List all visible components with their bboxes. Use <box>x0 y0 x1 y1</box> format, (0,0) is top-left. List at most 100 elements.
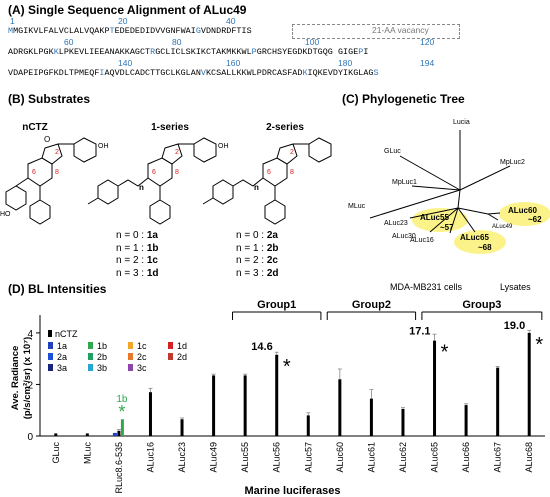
series-2-list: n = 0 : 2a n = 1 : 2b n = 2 : 2c n = 3 :… <box>236 230 279 279</box>
legend-swatch <box>48 364 53 371</box>
x-tick-label: ALuc66 <box>461 442 471 473</box>
asterisk: * <box>118 402 125 422</box>
tree-leaf: ALuc49 <box>492 224 513 230</box>
bar <box>433 340 437 436</box>
nctz-structure <box>5 137 97 225</box>
y-tick-label: 2 <box>27 380 33 391</box>
legend-swatch <box>88 364 93 371</box>
tree-leaf: Lucia <box>453 119 470 126</box>
vacancy-box <box>292 24 460 39</box>
legend-label: nCTZ <box>55 329 78 339</box>
value-label: 19.0 <box>504 320 525 332</box>
atom-label: 8 <box>55 169 59 176</box>
bar <box>243 375 247 436</box>
bar <box>306 415 310 436</box>
bar <box>369 398 373 436</box>
legend-label: 2c <box>137 352 147 362</box>
atom-label: OH <box>218 143 229 150</box>
tree-branches <box>369 130 511 234</box>
atom-label: 8 <box>175 169 179 176</box>
atom-label: 2 <box>175 149 179 156</box>
seq-number: 60 <box>64 37 74 47</box>
value-label: 14.6 <box>251 341 272 353</box>
legend-label: 1b <box>97 341 107 351</box>
atom-label: 2 <box>290 149 294 156</box>
seq-number: 194 <box>420 58 435 68</box>
x-tick-label: ALuc16 <box>145 442 155 473</box>
series-1-structure <box>87 137 217 225</box>
group-highlight <box>454 230 506 254</box>
bar <box>120 419 124 436</box>
asterisk: * <box>535 334 543 356</box>
legend-swatch <box>128 364 133 371</box>
seq-number: 40 <box>226 16 236 26</box>
bar <box>54 433 58 436</box>
series-2-structure <box>202 137 332 225</box>
legend-label: 1c <box>137 341 147 351</box>
asterisk: * <box>283 356 291 378</box>
x-tick-label: ALuc49 <box>209 442 219 473</box>
legend-label: 2b <box>97 352 107 362</box>
x-tick-label: ALuc62 <box>398 442 408 473</box>
y-tick-label: 4 <box>27 329 33 340</box>
legend-swatch <box>128 342 133 349</box>
tree-leaf: MLuc <box>348 203 366 210</box>
ntcz-label: nCTZ <box>22 122 48 133</box>
atom-label: 6 <box>267 169 271 176</box>
seq-number: 80 <box>172 37 182 47</box>
substrate-structures: nCTZ 1-series 2-series O 2 6 8 OH HO n 2… <box>0 122 332 225</box>
legend-swatch <box>48 353 53 360</box>
annotation: 1b <box>116 394 128 405</box>
bar <box>212 375 216 436</box>
x-tick-label: ALuc65 <box>430 442 440 473</box>
tree-leaf: MpLuc2 <box>500 159 525 166</box>
atom-label: HO <box>0 211 11 218</box>
bar <box>148 392 152 436</box>
seq-number: 1 <box>10 16 15 26</box>
legend-swatch <box>88 353 93 360</box>
panel-d-title: (D) BL Intensities <box>8 282 107 296</box>
seq-number: 20 <box>118 16 128 26</box>
sequence-line-3: VDAPEIPGFKDLTPMEQFIAQVDLCADCTTGCLKGLANVK… <box>8 68 379 78</box>
group-label: ALuc60 <box>508 206 537 215</box>
seq-number: 160 <box>226 58 241 68</box>
value-label: 17.1 <box>409 326 430 338</box>
bar <box>117 430 121 436</box>
legend-label: 1a <box>57 341 67 351</box>
group-highlight <box>412 208 468 232</box>
seq-number: 180 <box>338 58 353 68</box>
atom-label: 6 <box>152 169 156 176</box>
series-1-list: n = 0 : 1a n = 1 : 1b n = 2 : 1c n = 3 :… <box>116 230 159 279</box>
legend-label: 2d <box>177 352 187 362</box>
sequence-line-1: MMGIKVLFALVCLALVQAKPTEDEDEDIDVVGNFWAIGVD… <box>8 26 252 36</box>
y-axis-label: Ave. Radiance <box>10 346 21 411</box>
tree-leaf: GLuc <box>384 148 401 155</box>
seq-number: 140 <box>118 58 133 68</box>
atom-label: 6 <box>32 169 36 176</box>
atom-label: O <box>44 135 50 144</box>
bar <box>112 432 117 436</box>
group-highlight <box>499 202 550 226</box>
seq-number: 120 <box>420 37 435 47</box>
group-label: Group2 <box>352 299 391 311</box>
vacancy-label: 21-AA vacancy <box>372 25 429 35</box>
sequence-line-2: ADRGKLPGKKLPKEVLIEEANAKKAGCTRGCLICLSKIKC… <box>8 47 369 57</box>
x-tick-label: ALuc68 <box>524 442 534 473</box>
x-tick-label: ALuc57 <box>303 442 313 473</box>
bar <box>496 367 500 436</box>
phylogenetic-tree: Lucia GLuc MpLuc2 MpLuc1 MLuc ALuc23 ALu… <box>348 119 550 254</box>
cells-label: MDA-MB231 cells <box>390 282 463 292</box>
lysates-label: Lysates <box>500 282 531 292</box>
legend-swatch <box>88 342 93 349</box>
legend-label: 3a <box>57 363 67 373</box>
group-label: ~62 <box>528 215 542 224</box>
x-tick-label: ALuc60 <box>335 442 345 473</box>
legend-swatch <box>48 330 52 337</box>
panel-c-title: (C) Phylogenetic Tree <box>342 92 465 106</box>
x-axis-label: Marine luciferases <box>245 485 341 497</box>
tree-leaf: ALuc30 <box>392 233 416 240</box>
bar <box>85 433 89 436</box>
legend-label: 3b <box>97 363 107 373</box>
x-tick-label: ALuc23 <box>177 442 187 473</box>
